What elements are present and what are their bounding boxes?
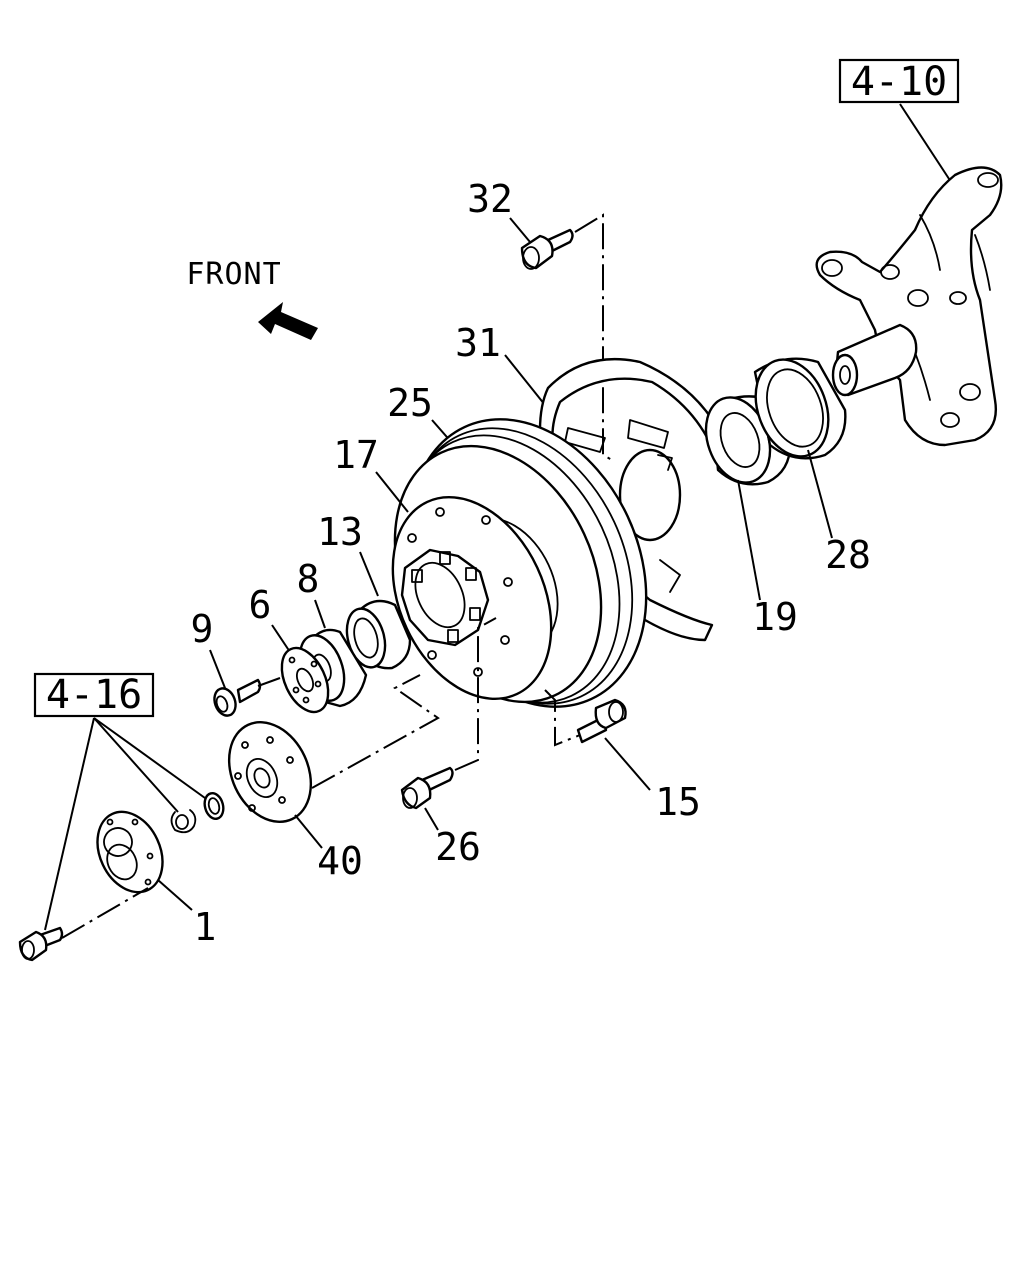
wheel-stud-15 (576, 698, 627, 744)
oil-seal-28 (753, 357, 847, 460)
hub-cap-1 (96, 810, 164, 894)
callout-26[interactable]: 26 (435, 825, 481, 869)
callout-17[interactable]: 17 (333, 433, 379, 477)
callout-8[interactable]: 8 (297, 557, 320, 601)
callout-25[interactable]: 25 (387, 381, 433, 425)
lock-plate-6 (280, 646, 330, 714)
callout-9[interactable]: 9 (191, 607, 214, 651)
outer-bearing-13 (345, 599, 412, 670)
hub-bolt-26 (400, 766, 454, 810)
callout-13[interactable]: 13 (317, 510, 363, 554)
callout-28[interactable]: 28 (825, 533, 871, 577)
bolt-32 (520, 228, 574, 270)
callout-6[interactable]: 6 (249, 583, 272, 627)
screw-9 (213, 678, 262, 717)
callout-15[interactable]: 15 (655, 780, 701, 824)
reference-box-4-10[interactable]: 4-10 (838, 58, 960, 105)
flange-40 (227, 721, 313, 823)
reference-box-4-16[interactable]: 4-16 (33, 672, 155, 718)
callout-19[interactable]: 19 (752, 595, 798, 639)
callout-32[interactable]: 32 (467, 177, 513, 221)
hub-cap-bolt (18, 926, 64, 962)
snap-ring (170, 809, 197, 834)
reference-label-4-10: 4-10 (851, 59, 947, 105)
callout-1[interactable]: 1 (194, 905, 217, 949)
steering-knuckle (815, 166, 1003, 447)
front-arrow-icon (258, 302, 318, 340)
callout-40[interactable]: 40 (317, 839, 363, 883)
front-label: FRONT (186, 257, 281, 292)
callout-31[interactable]: 31 (455, 321, 501, 365)
hub-17 (391, 496, 553, 700)
reference-label-4-16: 4-16 (46, 672, 142, 718)
o-ring (203, 792, 225, 820)
